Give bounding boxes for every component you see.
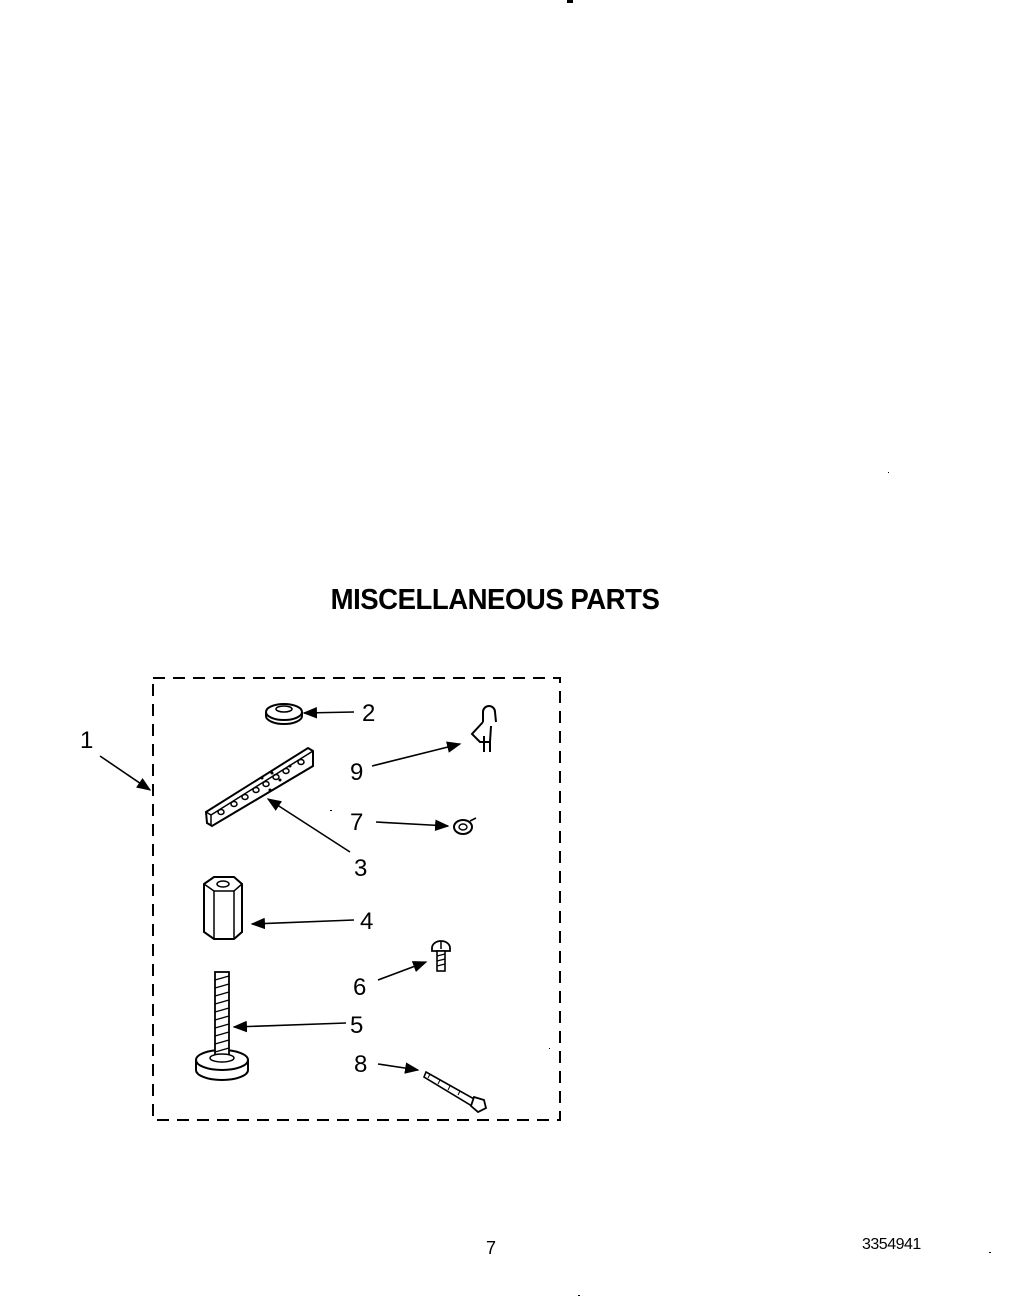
washer-icon (265, 703, 303, 725)
document-number: 3354941 (862, 1236, 921, 1253)
page-title: MISCELLANEOUS PARTS (330, 584, 660, 616)
callout-5: 5 (350, 1012, 363, 1039)
callout-7: 7 (350, 809, 363, 836)
pin-icon (423, 1070, 488, 1114)
callout-3: 3 (354, 855, 367, 882)
leader-5 (232, 1020, 347, 1033)
scan-marks (330, 0, 991, 1296)
bracket-strip-icon (204, 746, 314, 828)
callout-8: 8 (354, 1051, 367, 1078)
callout-4: 4 (360, 908, 373, 935)
leader-3 (266, 798, 351, 853)
leveling-leg-icon (195, 971, 249, 1081)
leader-8 (377, 1062, 420, 1074)
leader-4 (250, 917, 355, 930)
kit-boundary (152, 677, 561, 1121)
clip-ring-icon (453, 817, 477, 835)
page-number: 7 (486, 1238, 497, 1258)
hook-clip-icon (470, 705, 497, 752)
callout-9: 9 (350, 759, 363, 786)
hex-nut-coupler-icon (203, 876, 243, 940)
leader-6 (377, 961, 428, 981)
leader-9 (371, 741, 462, 767)
callout-1: 1 (80, 727, 93, 754)
callout-2: 2 (362, 700, 375, 727)
callout-6: 6 (353, 974, 366, 1001)
screw-icon (431, 940, 451, 972)
leader-1 (99, 755, 152, 791)
leader-2 (302, 706, 355, 719)
leader-7 (375, 819, 450, 832)
